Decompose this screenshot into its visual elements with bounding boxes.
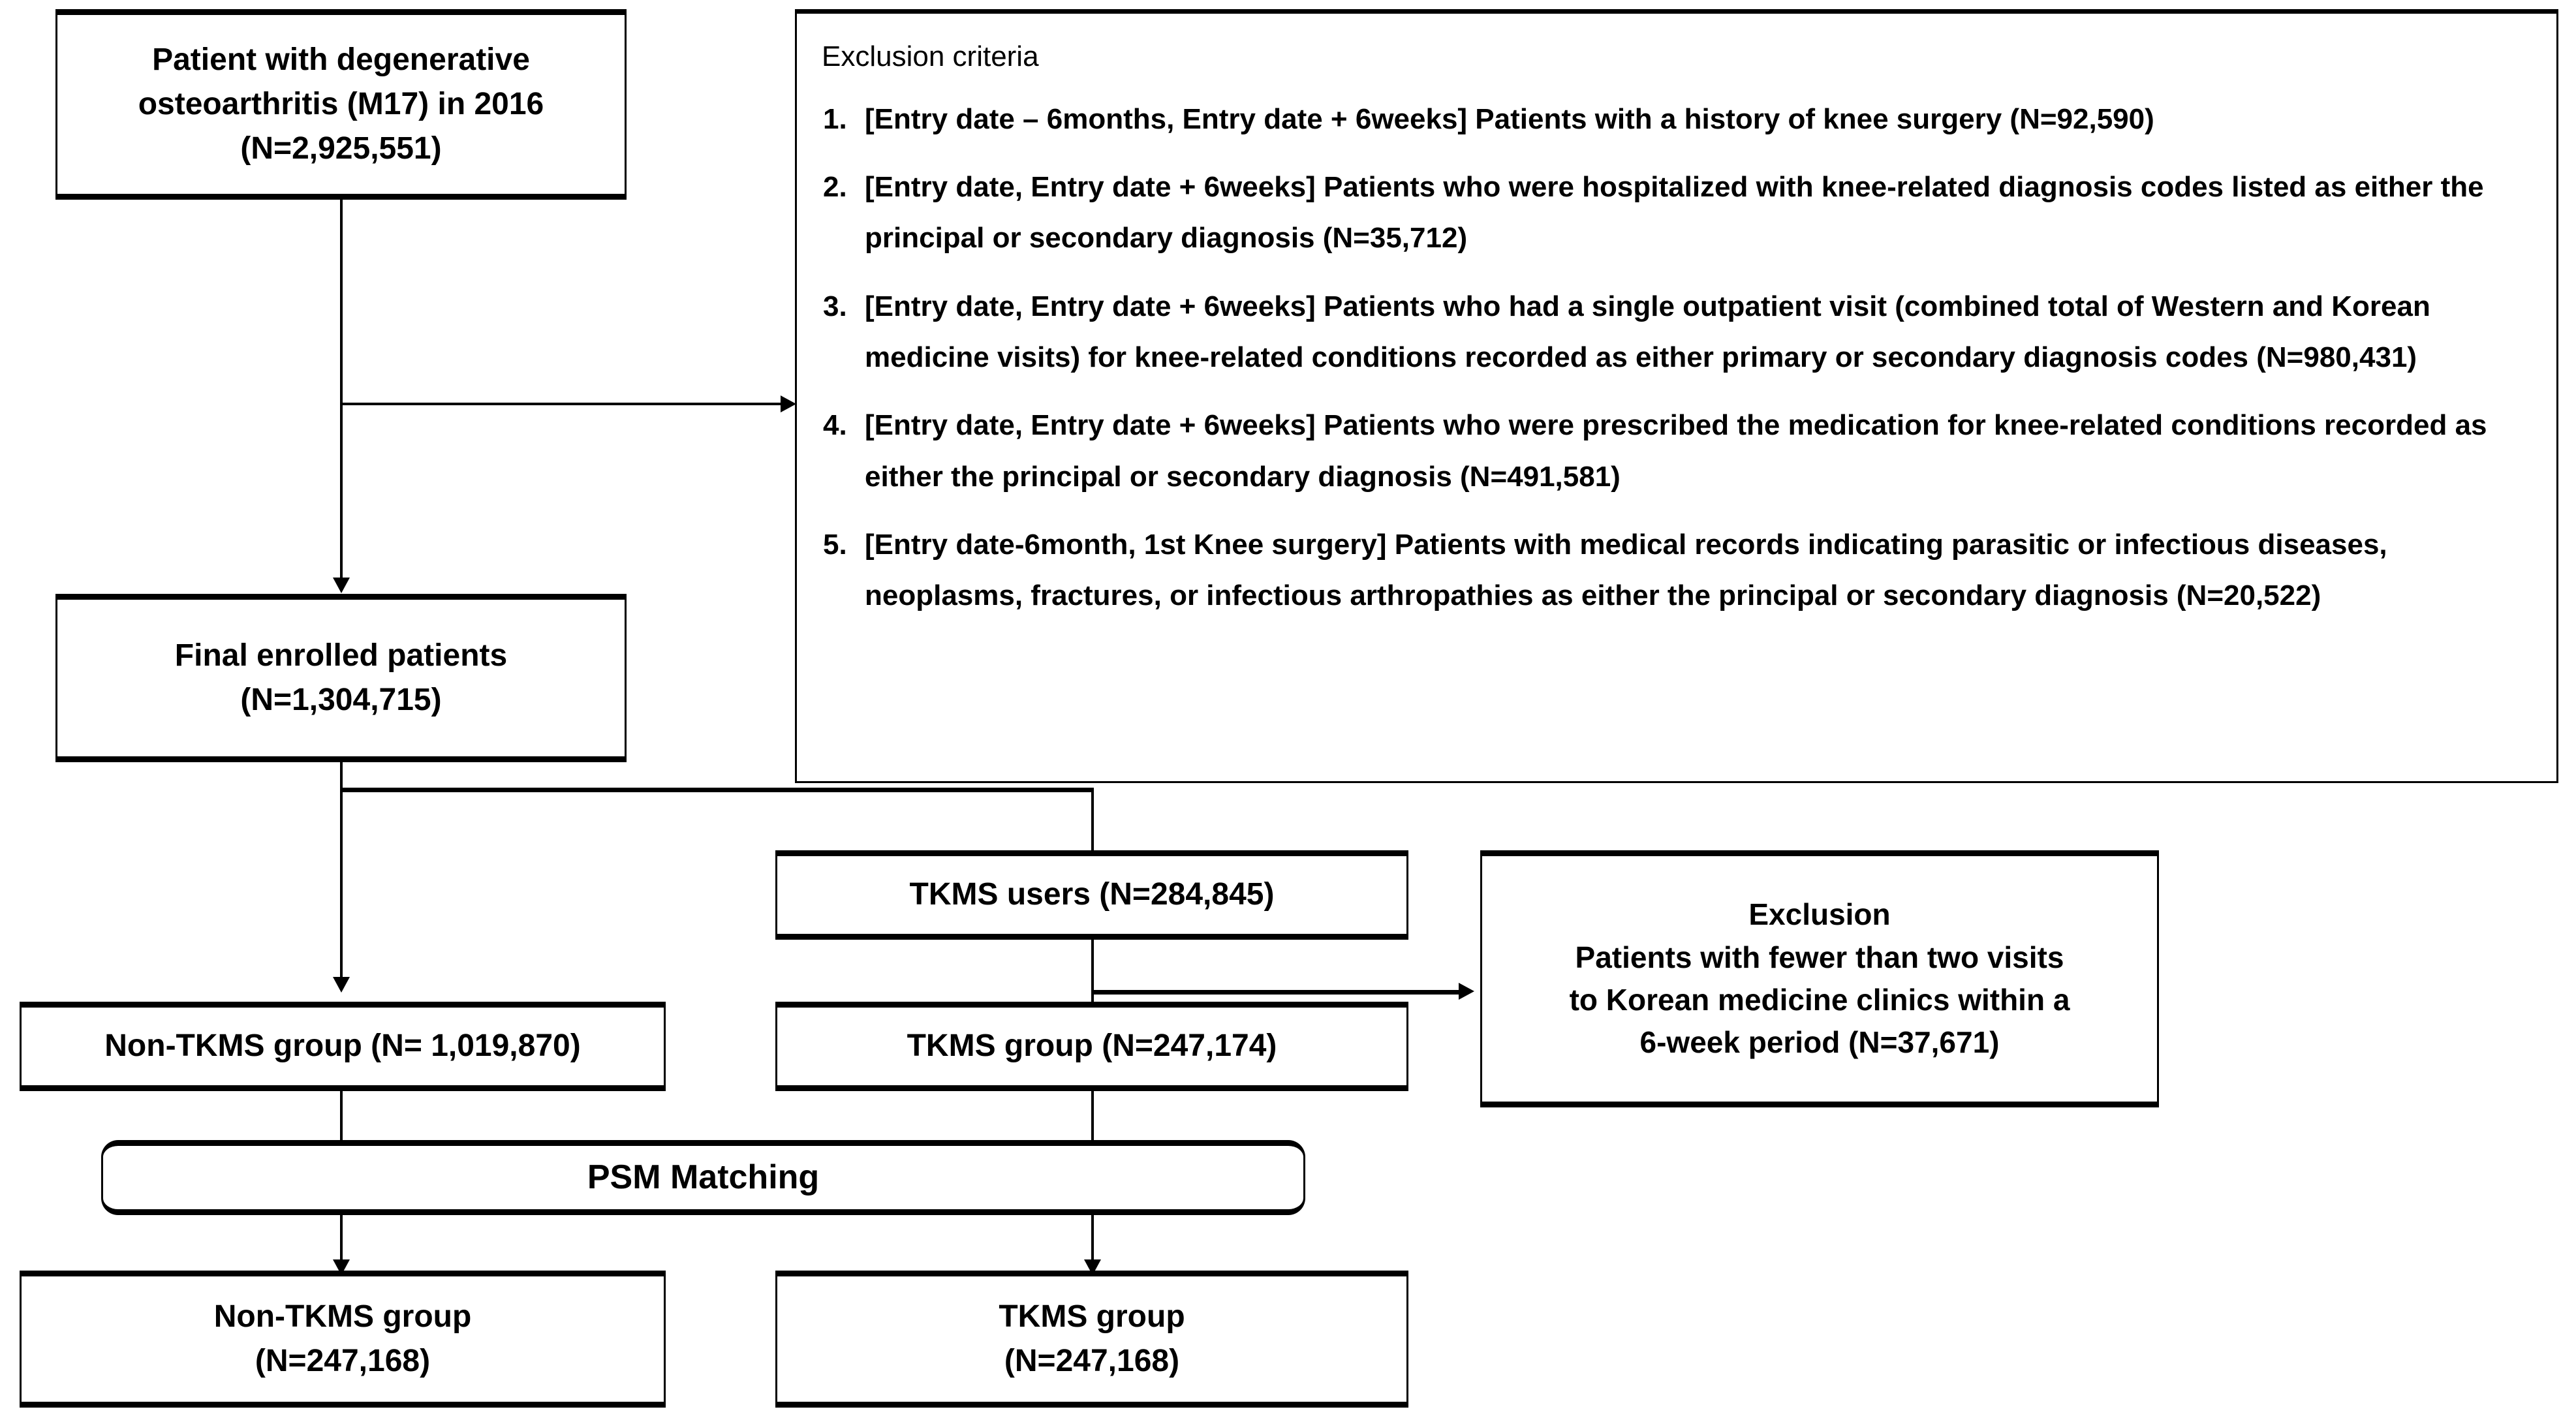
exclusion-criteria-item-3: [Entry date, Entry date + 6weeks] Patien…: [823, 281, 2430, 374]
exclusion-criteria-item-4: [Entry date, Entry date + 6weeks] Patien…: [823, 400, 2487, 493]
box-source-population: Patient with degenerative osteoarthritis…: [55, 9, 627, 200]
box-tkms-users: TKMS users (N=284,845): [775, 850, 1408, 940]
arrow-to-exclusion-criteria: [781, 395, 796, 412]
box-non-tkms-group: Non-TKMS group (N= 1,019,870): [20, 1002, 666, 1091]
connector-bus-to-tkms-users: [1091, 788, 1094, 850]
box-tkms-group: TKMS group (N=247,174): [775, 1002, 1408, 1091]
connector-bus-to-non-tkms: [340, 788, 343, 990]
box-tkms-matched: TKMS group (N=247,168): [775, 1271, 1408, 1408]
non-tkms-matched-line-2: (N=247,168): [255, 1344, 431, 1378]
connector-tkms-users-to-group: [1091, 940, 1094, 1015]
arrow-bus-to-non-tkms: [333, 977, 350, 993]
connector-to-exclusion-visits: [1091, 990, 1466, 995]
connector-non-tkms-to-psm: [340, 1091, 343, 1140]
arrow-to-exclusion-visits: [1459, 983, 1474, 1000]
tkms-matched-line-2: (N=247,168): [1004, 1344, 1180, 1378]
exclusion-criteria-heading: Exclusion criteria: [822, 40, 1039, 72]
connector-tkms-group-to-psm: [1091, 1091, 1094, 1140]
final-enrolled-line-1: Final enrolled patients: [174, 638, 508, 673]
source-population-line-2: osteoarthritis (M17) in 2016: [138, 86, 544, 121]
connector-to-exclusion-criteria: [340, 403, 794, 405]
non-tkms-matched-line-1: Non-TKMS group: [213, 1299, 472, 1334]
connector-psm-to-non-tkms-matched: [340, 1215, 343, 1271]
connector-psm-to-tkms-matched: [1091, 1215, 1094, 1271]
exclusion-visits-line-1: Exclusion: [1748, 897, 1891, 932]
tkms-matched-line-1: TKMS group: [999, 1299, 1185, 1334]
connector-source-to-final: [340, 199, 343, 591]
box-final-enrolled: Final enrolled patients (N=1,304,715): [55, 594, 627, 762]
exclusion-visits-line-4: 6-week period (N=37,671): [1639, 1025, 2000, 1060]
connector-final-trunk: [340, 762, 343, 803]
exclusion-criteria-list: [Entry date – 6months, Entry date + 6wee…: [819, 94, 2534, 622]
psm-matching-label: PSM Matching: [587, 1158, 820, 1196]
exclusion-criteria-item-5: [Entry date-6month, 1st Knee surgery] Pa…: [823, 519, 2387, 612]
exclusion-visits-line-3: to Korean medicine clinics within a: [1569, 983, 2070, 1017]
connector-split-bus: [340, 788, 1094, 792]
tkms-group-label: TKMS group (N=247,174): [907, 1028, 1277, 1064]
source-population-line-3: (N=2,925,551): [240, 131, 442, 166]
final-enrolled-line-2: (N=1,304,715): [240, 683, 442, 717]
source-population-line-1: Patient with degenerative: [152, 42, 530, 77]
box-psm-matching: PSM Matching: [101, 1140, 1305, 1215]
panel-exclusion-criteria: Exclusion criteria [Entry date – 6months…: [795, 9, 2558, 783]
arrow-source-to-final: [333, 578, 350, 593]
box-non-tkms-matched: Non-TKMS group (N=247,168): [20, 1271, 666, 1408]
exclusion-criteria-item-2: [Entry date, Entry date + 6weeks] Patien…: [823, 162, 2484, 255]
non-tkms-group-label: Non-TKMS group (N= 1,019,870): [104, 1028, 581, 1064]
tkms-users-label: TKMS users (N=284,845): [909, 877, 1275, 912]
exclusion-criteria-item-1: [Entry date – 6months, Entry date + 6wee…: [823, 94, 2154, 146]
exclusion-visits-line-2: Patients with fewer than two visits: [1575, 940, 2064, 974]
box-exclusion-visits: Exclusion Patients with fewer than two v…: [1480, 850, 2159, 1107]
